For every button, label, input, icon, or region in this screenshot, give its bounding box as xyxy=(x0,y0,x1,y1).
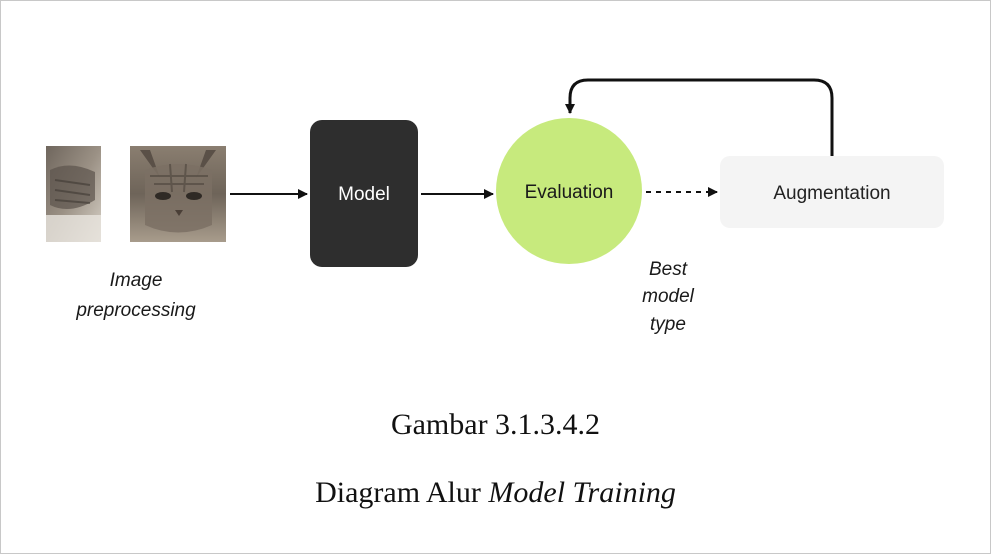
cat-photo-small xyxy=(46,146,101,242)
figure-title-prefix: Diagram Alur xyxy=(315,476,489,509)
figure-title-caption: Diagram Alur Model Training xyxy=(0,476,991,510)
best-model-type-label-line2: model xyxy=(642,286,695,307)
arrow-augmentation-to-evaluation-feedback xyxy=(565,78,834,156)
image-preprocessing-label-line2: preprocessing xyxy=(75,300,196,321)
cat-photo-large xyxy=(130,146,226,242)
image-preprocessing-label-line1: Image xyxy=(110,270,163,291)
figure-title-emphasis: Model Training xyxy=(488,476,676,509)
best-model-type-label-line3: type xyxy=(650,314,686,335)
model-node-label: Model xyxy=(338,184,390,205)
augmentation-node-label: Augmentation xyxy=(773,183,890,204)
evaluation-node: Evaluation xyxy=(496,118,642,264)
figure-number-text: Gambar 3.1.3.4.2 xyxy=(390,408,601,441)
model-node: Model xyxy=(310,120,418,267)
figure-number-caption: Gambar 3.1.3.4.2 xyxy=(0,408,991,442)
best-model-type-label-line1: Best xyxy=(649,259,688,280)
augmentation-node: Augmentation xyxy=(720,156,944,228)
evaluation-node-label: Evaluation xyxy=(525,182,614,203)
flow-diagram: Image preprocessing Model Evaluation Aug… xyxy=(46,78,944,335)
